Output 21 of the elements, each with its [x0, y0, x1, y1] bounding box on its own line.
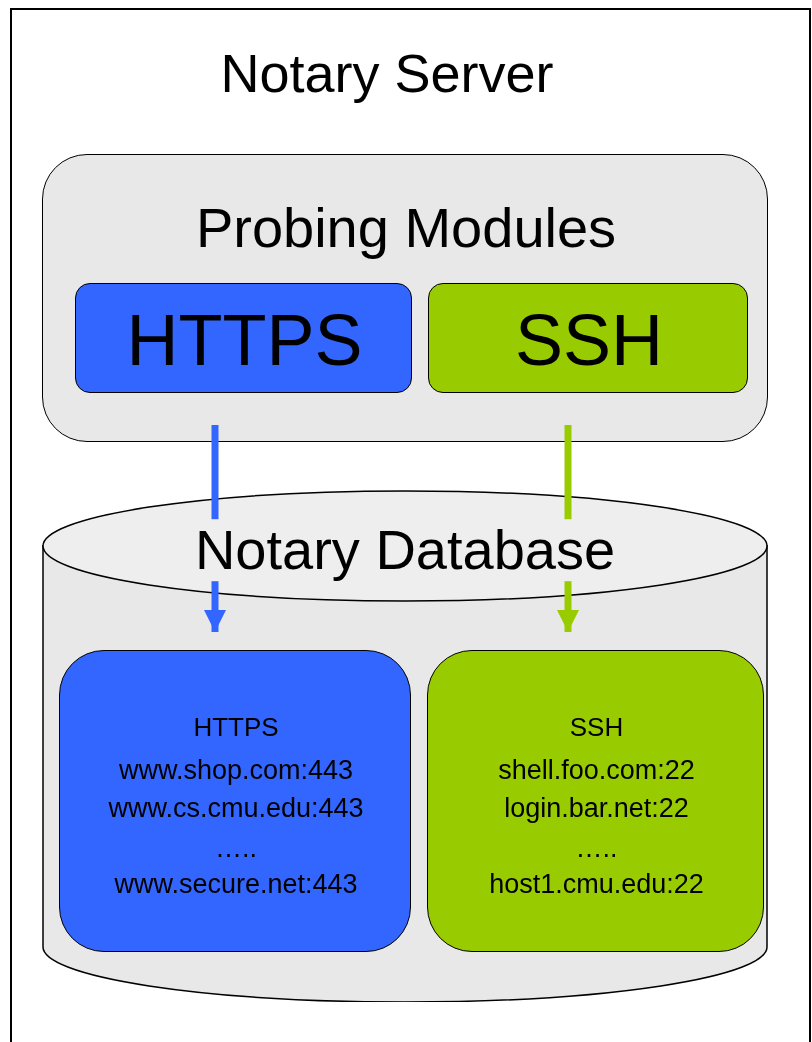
node-title: Probing Modules	[195, 197, 617, 259]
node-entry: host1.cmu.edu:22	[489, 870, 704, 900]
table-box	[427, 650, 764, 952]
node-title: SSH	[569, 712, 624, 742]
table-box	[59, 650, 411, 952]
module-group-box	[42, 154, 768, 442]
node-entry: www.cs.cmu.edu:443	[108, 794, 364, 824]
module-box	[75, 283, 412, 393]
database-cylinder	[42, 490, 768, 1002]
node-entry: …..	[575, 834, 618, 864]
node-title: HTTPS	[126, 301, 363, 381]
node-entry: shell.foo.com:22	[498, 756, 695, 786]
node-title: HTTPS	[193, 712, 279, 742]
node-title: Notary Server	[220, 44, 554, 104]
node-title: SSH	[515, 301, 663, 381]
node-entry: www.shop.com:443	[118, 756, 354, 786]
node-entry: login.bar.net:22	[504, 794, 689, 824]
node-entry: …..	[215, 834, 257, 864]
node-entry: www.secure.net:443	[114, 870, 358, 900]
server-frame	[10, 8, 811, 1042]
module-box	[428, 283, 748, 393]
